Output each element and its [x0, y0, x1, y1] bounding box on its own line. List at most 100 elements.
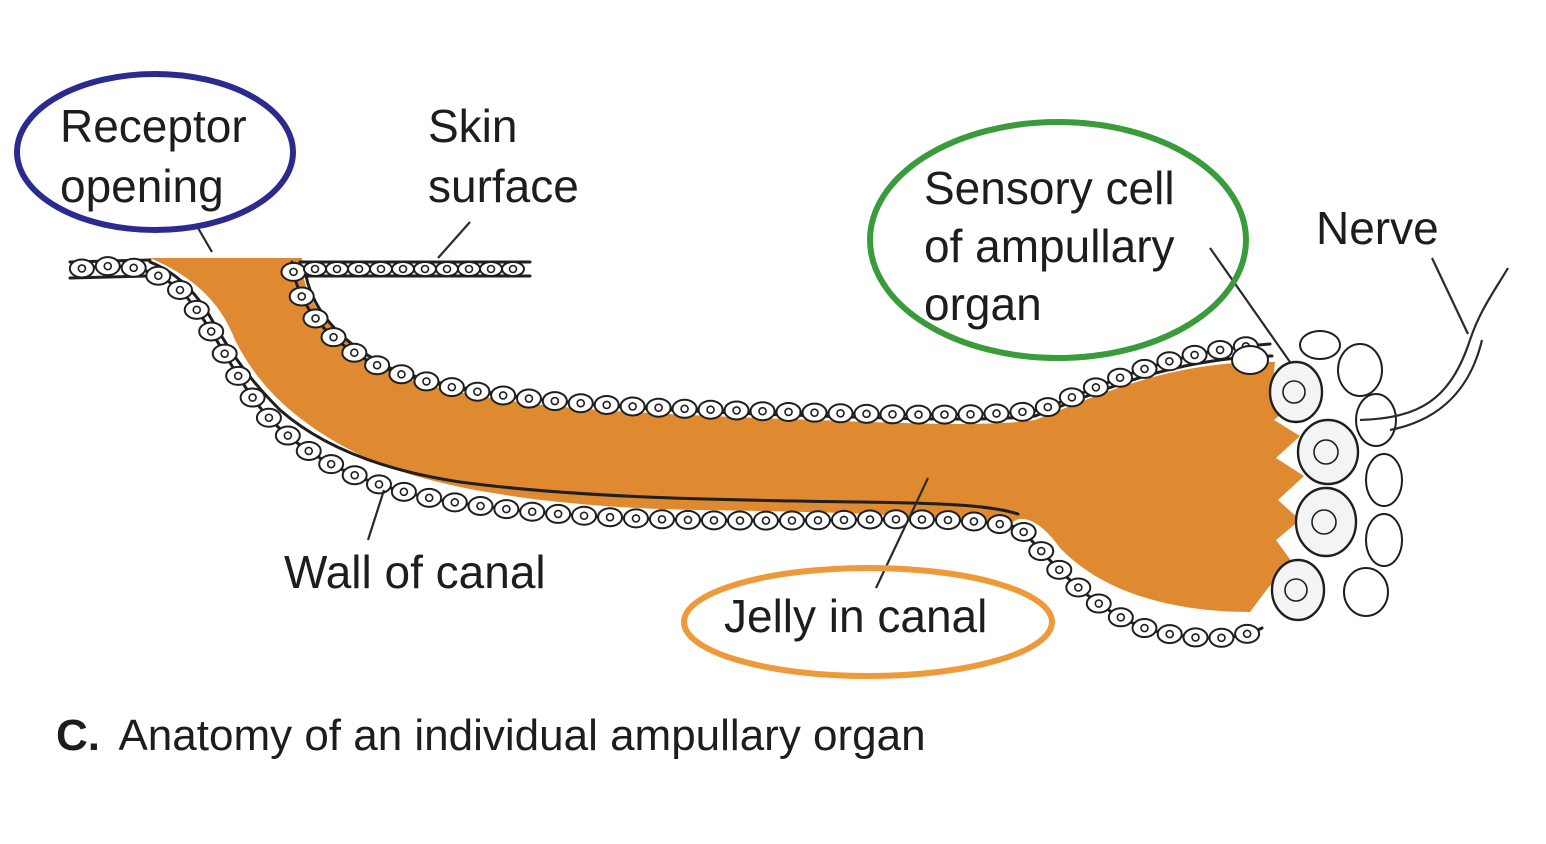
cell-nucleus [175, 285, 185, 295]
epithelial-cell [1046, 559, 1073, 580]
cell-nucleus [992, 409, 1001, 418]
cell-nucleus [1094, 599, 1104, 608]
epithelial-cell [391, 261, 415, 277]
cell-nucleus [508, 264, 518, 274]
cell-nucleus [683, 515, 693, 525]
cell-nucleus [476, 501, 485, 511]
epithelial-cell [145, 265, 172, 286]
epithelial-cell [347, 261, 371, 277]
cell-nucleus [397, 369, 406, 379]
epithelial-cell [1156, 351, 1183, 372]
cell-nucleus [1043, 402, 1053, 412]
cell-nucleus [862, 409, 871, 419]
nerve-fiber [1359, 267, 1509, 422]
cell-nucleus [1165, 629, 1175, 639]
cell-nucleus [576, 398, 586, 408]
cell-nucleus [602, 400, 611, 410]
epithelial-cell [274, 425, 301, 446]
epithelial-cell [1058, 387, 1085, 408]
cell-nucleus [1091, 383, 1101, 392]
epithelial-cell [853, 403, 880, 424]
epithelial-cell [369, 261, 393, 277]
cell-nucleus [1191, 633, 1200, 642]
epithelial-cell [1208, 627, 1235, 648]
cell-nucleus [424, 493, 434, 503]
cell-nucleus [498, 391, 508, 400]
cell-nucleus [966, 409, 975, 419]
epithelial-cell [830, 509, 857, 530]
cell-nucleus [376, 264, 386, 274]
sensory-cell-highlight [867, 119, 1249, 361]
epithelial-cell [341, 342, 368, 363]
epithelial-cell [986, 514, 1013, 535]
epithelial-cell [960, 511, 987, 532]
epithelial-cell [366, 474, 393, 495]
epithelial-cell [490, 385, 517, 406]
cell-nucleus [442, 264, 452, 274]
cell-nucleus [283, 431, 293, 440]
figure-caption: C. Anatomy of an individual ampullary or… [56, 711, 926, 760]
epithelial-cell [280, 261, 307, 282]
cell-nucleus [709, 516, 719, 525]
epithelial-cell [303, 261, 327, 277]
epithelial-cell [908, 509, 935, 530]
cell-nucleus [628, 402, 637, 411]
cell-nucleus [865, 515, 875, 524]
cell-nucleus [206, 327, 216, 336]
cell-nucleus [350, 348, 359, 358]
epithelial-cell [390, 481, 417, 502]
epithelial-cell [1207, 339, 1234, 360]
epithelial-cell [295, 440, 322, 461]
epithelial-cell [457, 261, 481, 277]
epithelial-cell [239, 387, 266, 408]
cell-nucleus [374, 480, 384, 489]
cell-nucleus [1054, 565, 1064, 575]
cell-nucleus [553, 509, 563, 519]
cell-nucleus [943, 515, 953, 525]
cell-nucleus [1140, 623, 1149, 633]
cell-nucleus [1217, 633, 1226, 643]
epithelial-cell [341, 465, 368, 486]
cell-nucleus [502, 504, 511, 514]
cell-nucleus [464, 264, 474, 274]
cell-nucleus [787, 516, 797, 525]
receptor-opening-label: Receptor opening [60, 100, 259, 212]
epithelial-cell [749, 401, 776, 422]
cell-nucleus [995, 519, 1005, 529]
epithelial-cell [318, 454, 345, 475]
epithelial-cell [416, 487, 443, 508]
cell-nucleus [329, 332, 338, 342]
epithelial-cell [1107, 607, 1134, 628]
jelly-in-canal-label: Jelly in canal [724, 590, 987, 642]
epithelial-cell [198, 321, 225, 342]
epithelial-cell [804, 510, 831, 531]
cell-nucleus [310, 264, 320, 274]
epithelial-cell [493, 499, 520, 520]
cell-nucleus [605, 512, 615, 522]
cell-nucleus [657, 514, 667, 524]
cell-nucleus [914, 410, 923, 419]
cell-nucleus [579, 511, 589, 521]
cell-nucleus [1115, 373, 1125, 382]
nerve-leader [1431, 257, 1469, 335]
epithelial-cell [645, 397, 672, 418]
cell-nucleus [422, 377, 431, 386]
epithelial-cell [856, 509, 883, 530]
cell-nucleus [888, 409, 897, 419]
epithelial-cell [934, 510, 961, 531]
epithelial-cell [619, 396, 646, 417]
cell-nucleus [350, 470, 359, 480]
wall-of-canal-leader [366, 489, 386, 541]
epithelial-cell [957, 404, 984, 425]
epithelial-cell [801, 402, 828, 423]
epithelial-cell [1082, 377, 1109, 398]
cell-nucleus [527, 507, 537, 517]
epithelial-cell [413, 261, 437, 277]
cell-nucleus [1190, 350, 1199, 360]
cell-nucleus [1242, 629, 1252, 639]
cell-nucleus [810, 408, 819, 417]
epithelial-cell [441, 492, 468, 513]
epithelial-cell [183, 299, 210, 320]
cell-nucleus [264, 413, 274, 423]
epithelial-cell [1181, 344, 1208, 365]
